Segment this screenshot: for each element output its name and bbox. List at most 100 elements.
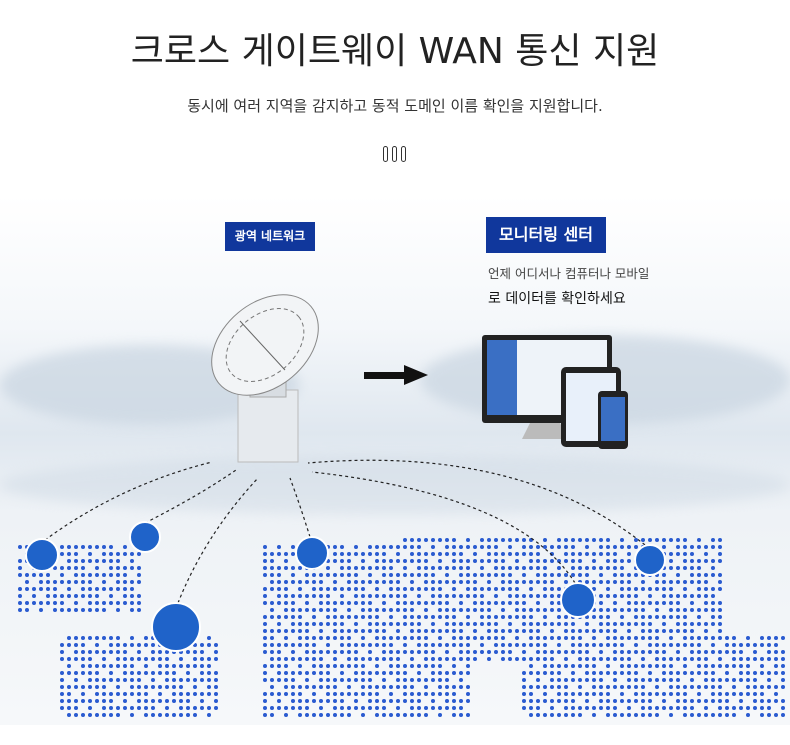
map-dot — [214, 657, 218, 661]
map-dot — [81, 713, 85, 717]
map-dot — [151, 650, 155, 654]
map-dot — [522, 545, 526, 549]
map-dot — [494, 573, 498, 577]
map-dot — [347, 559, 351, 563]
map-dot — [732, 678, 736, 682]
map-dot — [501, 552, 505, 556]
map-dot — [417, 664, 421, 668]
map-dot — [445, 622, 449, 626]
map-dot — [473, 573, 477, 577]
map-dot — [753, 706, 757, 710]
map-dot — [676, 678, 680, 682]
map-dot — [585, 622, 589, 626]
map-dot — [389, 615, 393, 619]
map-dot — [662, 545, 666, 549]
map-dot — [81, 587, 85, 591]
map-dot — [130, 671, 134, 675]
map-dot — [718, 692, 722, 696]
map-dot — [333, 706, 337, 710]
map-dot — [284, 552, 288, 556]
map-dot — [312, 657, 316, 661]
map-dot — [445, 657, 449, 661]
map-dot — [480, 650, 484, 654]
map-dot — [620, 608, 624, 612]
map-dot — [704, 629, 708, 633]
map-dot — [676, 594, 680, 598]
map-dot — [676, 657, 680, 661]
map-dot — [291, 699, 295, 703]
map-dot — [130, 678, 134, 682]
map-dot — [158, 692, 162, 696]
map-dot — [564, 699, 568, 703]
map-dot — [690, 629, 694, 633]
map-dot — [536, 545, 540, 549]
map-dot — [144, 713, 148, 717]
map-dot — [18, 559, 22, 563]
map-dot — [508, 650, 512, 654]
map-dot — [60, 657, 64, 661]
map-dot — [95, 608, 99, 612]
map-dot — [158, 664, 162, 668]
map-dot — [683, 629, 687, 633]
map-dot — [522, 685, 526, 689]
map-dot — [382, 608, 386, 612]
map-dot — [60, 650, 64, 654]
map-dot — [550, 636, 554, 640]
map-dot — [298, 713, 302, 717]
map-dot — [95, 671, 99, 675]
map-dot — [459, 622, 463, 626]
map-dot — [67, 657, 71, 661]
map-dot — [494, 559, 498, 563]
map-dot — [753, 657, 757, 661]
map-dot — [130, 636, 134, 640]
map-dot — [466, 664, 470, 668]
map-dot — [445, 692, 449, 696]
map-dot — [781, 664, 785, 668]
map-dot — [683, 594, 687, 598]
map-dot — [375, 692, 379, 696]
map-dot — [193, 685, 197, 689]
map-dot — [760, 671, 764, 675]
map-dot — [137, 671, 141, 675]
map-dot — [333, 685, 337, 689]
map-dot — [305, 650, 309, 654]
map-dot — [18, 587, 22, 591]
map-dot — [466, 545, 470, 549]
map-dot — [613, 678, 617, 682]
map-dot — [284, 636, 288, 640]
map-dot — [627, 699, 631, 703]
map-dot — [333, 559, 337, 563]
map-dot — [557, 538, 561, 542]
map-dot — [438, 685, 442, 689]
map-dot — [557, 594, 561, 598]
map-dot — [564, 678, 568, 682]
map-dot — [361, 601, 365, 605]
map-dot — [641, 636, 645, 640]
map-dot — [403, 713, 407, 717]
map-dot — [690, 594, 694, 598]
map-dot — [186, 692, 190, 696]
map-dot — [445, 629, 449, 633]
map-dot — [669, 678, 673, 682]
map-dot — [382, 622, 386, 626]
map-dot — [683, 643, 687, 647]
map-dot — [158, 671, 162, 675]
map-dot — [543, 643, 547, 647]
map-dot — [200, 657, 204, 661]
map-dot — [662, 657, 666, 661]
map-dot — [550, 594, 554, 598]
map-dot — [130, 685, 134, 689]
map-dot — [697, 615, 701, 619]
map-dot — [81, 573, 85, 577]
map-dot — [557, 692, 561, 696]
map-dot — [333, 552, 337, 556]
map-dot — [39, 587, 43, 591]
map-dot — [634, 573, 638, 577]
map-dot — [375, 594, 379, 598]
map-dot — [207, 636, 211, 640]
map-dot — [88, 706, 92, 710]
map-dot — [452, 713, 456, 717]
map-dot — [669, 559, 673, 563]
map-dot — [333, 545, 337, 549]
map-dot — [676, 699, 680, 703]
